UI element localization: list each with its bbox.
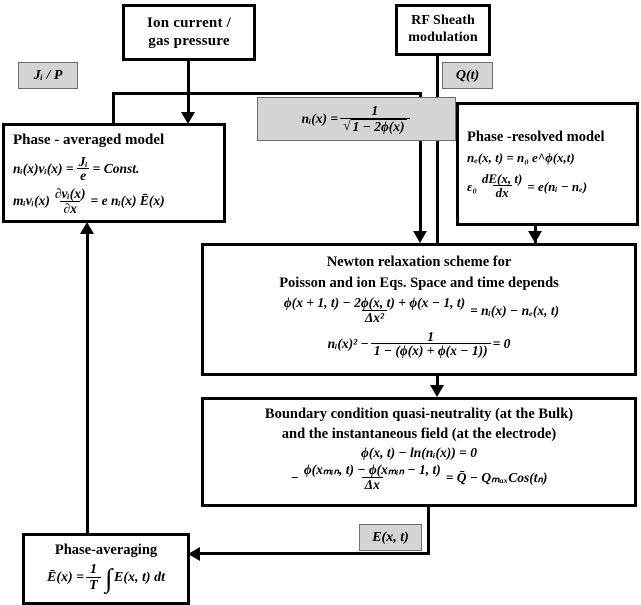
pa-eq1-denominator: e (77, 168, 90, 184)
integral-symbol: ∫ (104, 563, 113, 594)
nw-eq1-fraction: ϕ(x + 1, t) − 2ϕ(x, t) + ϕ(x − 1, t) Δx² (281, 296, 468, 325)
connector-phase-averaged-riser (112, 92, 115, 126)
tag-ni-expression: nᵢ(x) = 1 √ 1 − 2ϕ(x) (301, 104, 411, 134)
node-phase-averaging[interactable]: Phase-averaging Ē(x) = 1 T ∫ E(x, t) dt (22, 533, 190, 605)
pv-eq-fraction: 1 T (86, 562, 101, 593)
arrowhead-ion-current-to-phase-averaged (181, 112, 195, 124)
pr-eq2-numerator: dE(x, t) (481, 171, 523, 187)
pa-eq1-fraction: Jᵢ e (76, 153, 91, 184)
node-rf-sheath-modulation[interactable]: RF Sheath modulation (395, 4, 491, 56)
nw-eq2-fraction: 1 1 − (ϕ(x) + ϕ(x − 1)) (370, 328, 491, 359)
tag-ion-density-relation: nᵢ(x) = 1 √ 1 − 2ϕ(x) (257, 97, 456, 141)
flowchart-canvas: Ion current / gas pressure RF Sheath mod… (2, 4, 639, 605)
tag-ni-lhs: nᵢ(x) = (301, 111, 339, 126)
square-root-icon: √ 1 − 2ϕ(x) (343, 117, 407, 135)
pa-eq2-rhs: = e nᵢ(x) Ē(x) (90, 193, 165, 209)
node-phase-averaged-title: Phase - averaged model (13, 131, 165, 148)
node-newton-title-line-2: Poisson and ion Eqs. Space and time depe… (279, 275, 559, 292)
node-boundary-condition[interactable]: Boundary condition quasi-neutrality (at … (201, 397, 637, 507)
node-boundary-title-line-2: and the instantaneous field (at the elec… (281, 426, 557, 443)
node-boundary-title-line-1: Boundary condition quasi-neutrality (at … (264, 406, 574, 422)
nw-eq2-numerator: 1 (427, 328, 435, 344)
pv-eq-denominator: T (86, 577, 101, 593)
node-phase-resolved-title: Phase -resolved model (467, 129, 605, 146)
arrowhead-boundary-to-phase-averaging (188, 547, 200, 561)
connector-newton-to-boundary (436, 374, 439, 394)
nw-eq2-rhs: = 0 (492, 336, 511, 352)
tag-ni-radicand: 1 − 2ϕ(x) (350, 118, 407, 134)
bc-eq2-rhs: = Q̄ − QₘₐₓCos(tₙ) (445, 469, 548, 485)
arrowhead-phase-averaged-to-newton (413, 231, 427, 243)
bc-eq2-fraction: ϕ(xₘᵢₙ, t) − ϕ(xₘᵢₙ − 1, t) Δx (301, 463, 444, 492)
pr-eq2-rhs: = e(nᵢ − nₑ) (527, 178, 588, 194)
node-boundary-equation-1: ϕ(x, t) − ln(nᵢ(x)) = 0 (361, 445, 477, 461)
connector-phase-averaged-to-newton (419, 92, 422, 240)
connector-phase-averaged-horizontal (112, 92, 422, 95)
pr-eq2-denominator: dx (492, 185, 512, 200)
node-phase-averaging-title: Phase-averaging (54, 542, 158, 558)
pa-eq2-numerator: ∂vᵢ(x) (54, 185, 86, 201)
tag-ni-fraction: 1 √ 1 − 2ϕ(x) (340, 102, 410, 135)
node-phase-averaged-model[interactable]: Phase - averaged model nᵢ(x)vᵢ(x) = Jᵢ e… (2, 123, 226, 223)
node-rf-sheath-label: RF Sheath modulation (408, 13, 478, 45)
pv-eq-lhs: Ē(x) = (47, 569, 85, 585)
nw-eq1-numerator: ϕ(x + 1, t) − 2ϕ(x, t) + ϕ(x − 1, t) (283, 295, 466, 311)
node-newton-title-line-1: Newton relaxation scheme for (326, 254, 512, 270)
arrowhead-phase-averaging-to-phase-averaged (80, 222, 94, 234)
pa-eq1-numerator: Jᵢ (78, 153, 88, 169)
connector-boundary-feedback-horizontal (196, 552, 430, 555)
node-boundary-equation-2: − ϕ(xₘᵢₙ, t) − ϕ(xₘᵢₙ − 1, t) Δx = Q̄ − … (291, 463, 548, 492)
node-ion-current[interactable]: Ion current / gas pressure (122, 4, 256, 61)
tag-ion-current-over-pressure: Jᵢ / P (18, 62, 78, 89)
nw-eq2-denominator: 1 − (ϕ(x) + ϕ(x − 1)) (370, 343, 491, 359)
pa-eq2-fraction: ∂vᵢ(x) ∂x (52, 187, 89, 216)
bc-eq2-lhs: − (290, 469, 299, 485)
pa-eq1-lhs: nᵢ(x)vᵢ(x) = (13, 161, 74, 177)
connector-ion-current-to-phase-averaged (187, 58, 190, 120)
tag-ni-denominator: √ 1 − 2ϕ(x) (340, 117, 410, 135)
node-phase-resolved-model[interactable]: Phase -resolved model nₑ(x, t) = n₀ e^ϕ(… (456, 102, 639, 226)
radical-symbol: √ (343, 117, 351, 133)
nw-eq1-denominator: Δx² (361, 309, 388, 326)
pa-eq2-denominator: ∂x (60, 200, 80, 217)
node-phase-resolved-equation-1: nₑ(x, t) = n₀ e^ϕ(x,t) (467, 149, 575, 165)
pv-eq-numerator: 1 (89, 562, 97, 578)
node-phase-averaged-equation-2: mᵢvᵢ(x) ∂vᵢ(x) ∂x = e nᵢ(x) Ē(x) (13, 187, 165, 216)
bc-eq2-denominator: Δx (361, 477, 383, 493)
node-newton-relaxation-scheme[interactable]: Newton relaxation scheme for Poisson and… (201, 243, 637, 376)
bc-eq2-numerator: ϕ(xₘᵢₙ, t) − ϕ(xₘᵢₙ − 1, t) (303, 462, 441, 478)
tag-ni-numerator: 1 (371, 102, 379, 118)
node-phase-resolved-equation-2: ε₀ dE(x, t) dx = e(nᵢ − nₑ) (467, 172, 587, 200)
node-newton-equation-2: nᵢ(x)² − 1 1 − (ϕ(x) + ϕ(x − 1)) = 0 (327, 328, 511, 359)
connector-phase-averaging-to-phase-averaged (86, 231, 89, 536)
pa-eq2-lhs: mᵢvᵢ(x) (13, 193, 50, 209)
nw-eq1-rhs: = nᵢ(x) − nₑ(x, t) (470, 302, 560, 318)
arrowhead-phase-resolved-to-newton (528, 231, 542, 243)
arrowhead-newton-to-boundary (430, 385, 444, 397)
pr-eq2-lhs: ε₀ (467, 178, 477, 194)
connector-boundary-feedback-riser (427, 505, 430, 555)
tag-field-of-x-t: E(x, t) (359, 524, 422, 551)
pr-eq2-fraction: dE(x, t) dx (479, 172, 525, 200)
tag-charge-of-t: Q(t) (442, 62, 493, 89)
node-phase-averaging-equation: Ē(x) = 1 T ∫ E(x, t) dt (47, 562, 165, 594)
connector-rf-sheath-to-newton (436, 54, 439, 246)
pv-eq-rhs: E(x, t) dt (114, 569, 165, 585)
node-newton-equation-1: ϕ(x + 1, t) − 2ϕ(x, t) + ϕ(x − 1, t) Δx²… (279, 296, 559, 325)
nw-eq2-lhs: nᵢ(x)² − (327, 336, 369, 352)
pa-eq1-rhs: = Const. (92, 161, 140, 177)
node-ion-current-label: Ion current / gas pressure (147, 14, 231, 49)
node-phase-averaged-equation-1: nᵢ(x)vᵢ(x) = Jᵢ e = Const. (13, 153, 140, 184)
